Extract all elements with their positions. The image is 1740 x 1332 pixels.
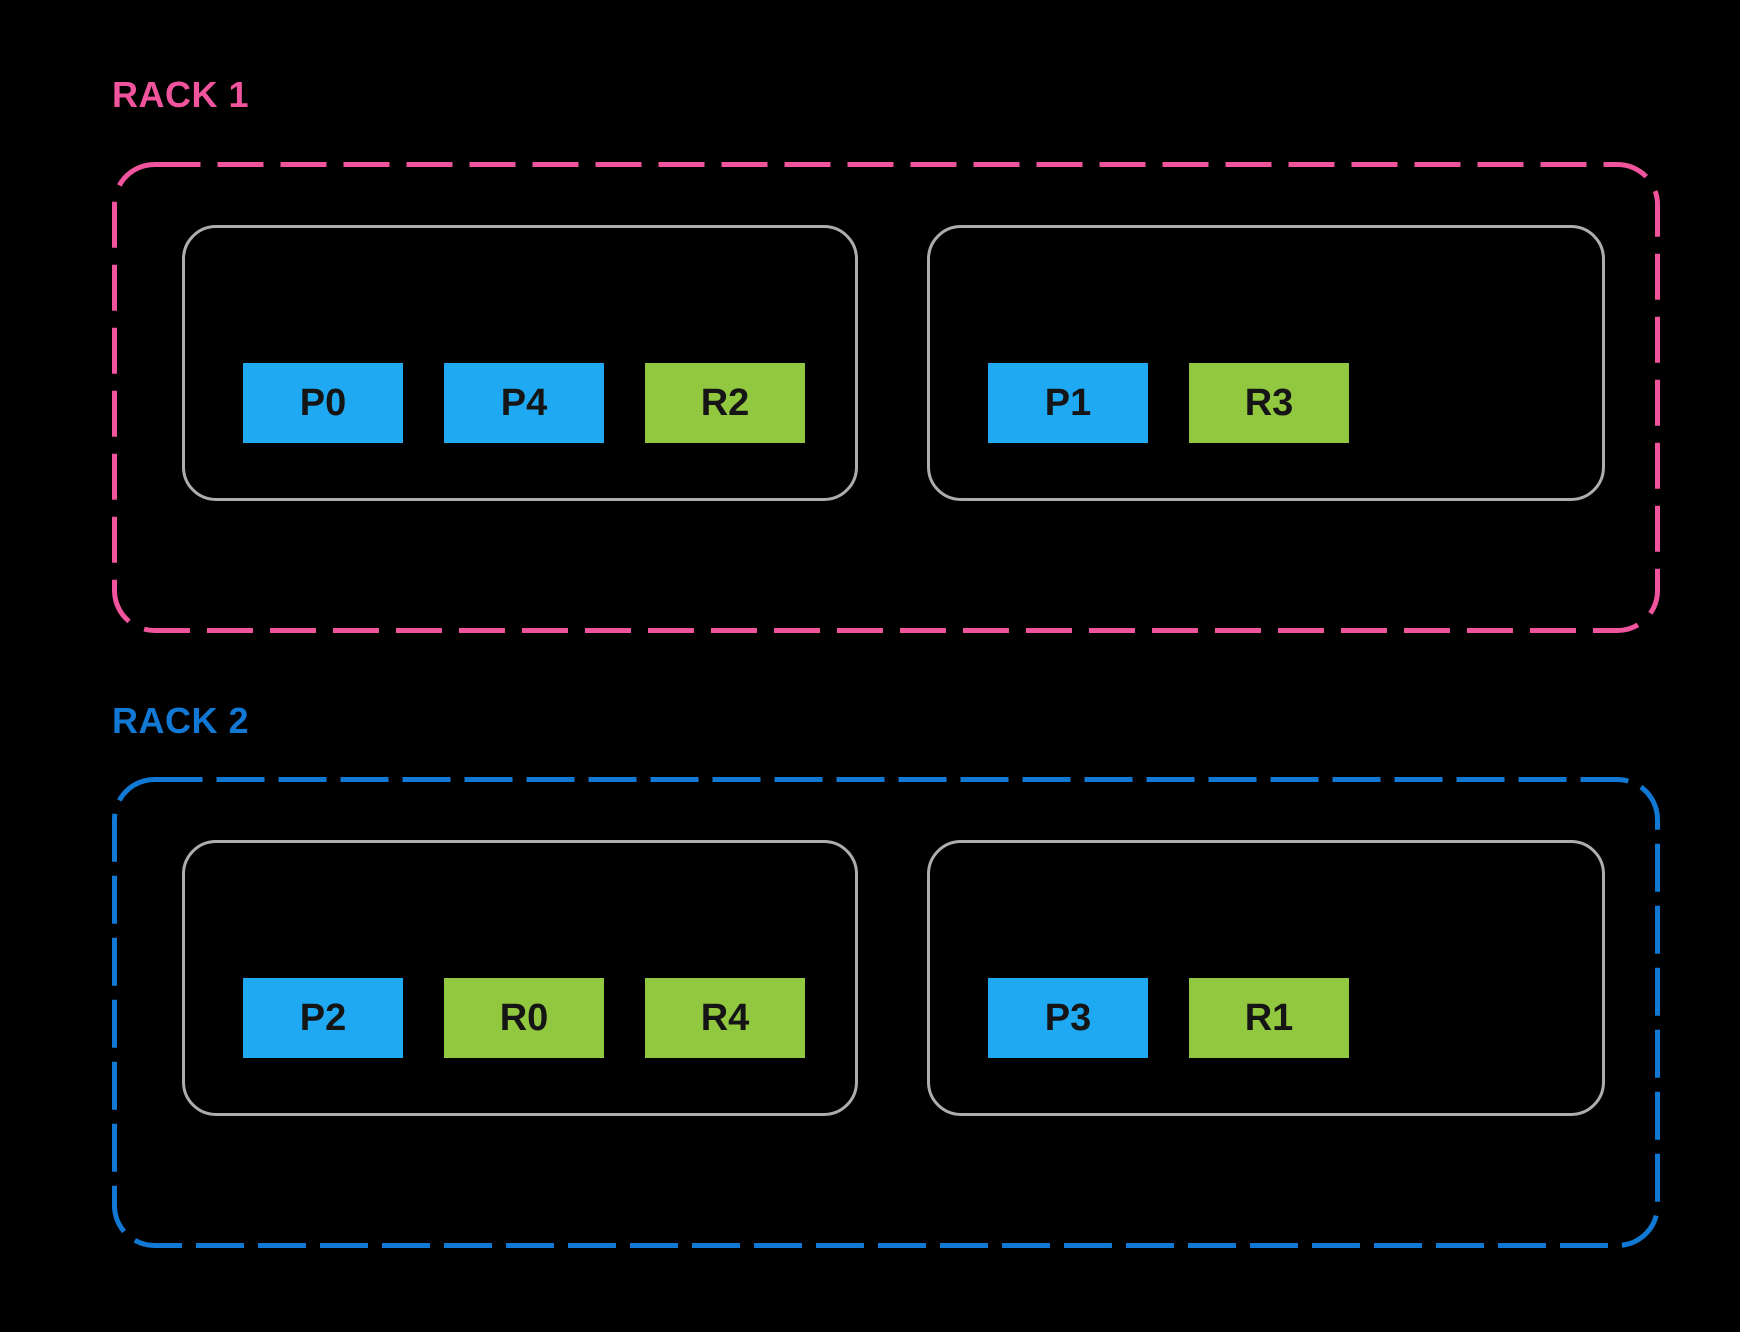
rack-1-node-1: P0 P4 R2 <box>182 225 858 501</box>
rack-2-dashed-border <box>112 777 1660 1248</box>
chip-p1-label: P1 <box>1044 381 1092 424</box>
chip-p2: P2 <box>243 978 403 1058</box>
chip-p2-label: P2 <box>299 996 347 1039</box>
rack-1-node-2-chip-row: P1 R3 <box>988 363 1349 443</box>
chip-r2: R2 <box>645 363 805 443</box>
rack-2-node-1: P2 R0 R4 <box>182 840 858 1116</box>
rack-1-border-rect <box>112 162 1660 633</box>
rack-2-node-2-chip-row: P3 R1 <box>988 978 1349 1058</box>
chip-r4-label: R4 <box>700 996 750 1039</box>
chip-r4: R4 <box>645 978 805 1058</box>
rack-1-dashed-border <box>112 162 1660 633</box>
chip-r0-label: R0 <box>499 996 549 1039</box>
chip-p0: P0 <box>243 363 403 443</box>
chip-p4: P4 <box>444 363 604 443</box>
chip-r0: R0 <box>444 978 604 1058</box>
rack-2-node-1-chip-row: P2 R0 R4 <box>243 978 805 1058</box>
rack-2-container: P2 R0 R4 P3 R1 <box>112 777 1660 1248</box>
chip-p3-label: P3 <box>1044 996 1092 1039</box>
chip-p3: P3 <box>988 978 1148 1058</box>
rack-2-node-2: P3 R1 <box>927 840 1605 1116</box>
rack-1-node-2: P1 R3 <box>927 225 1605 501</box>
chip-r3-label: R3 <box>1244 381 1294 424</box>
chip-r1: R1 <box>1189 978 1349 1058</box>
rack-2-border-rect <box>112 777 1660 1248</box>
chip-r1-label: R1 <box>1244 996 1294 1039</box>
rack-1-node-1-chip-row: P0 P4 R2 <box>243 363 805 443</box>
chip-r2-label: R2 <box>700 381 750 424</box>
chip-p0-label: P0 <box>299 381 347 424</box>
chip-p4-label: P4 <box>500 381 548 424</box>
chip-p1: P1 <box>988 363 1148 443</box>
rack-2-label: RACK 2 <box>112 700 250 741</box>
chip-r3: R3 <box>1189 363 1349 443</box>
rack-1-container: P0 P4 R2 P1 R3 <box>112 162 1660 633</box>
rack-1-label: RACK 1 <box>112 74 250 115</box>
